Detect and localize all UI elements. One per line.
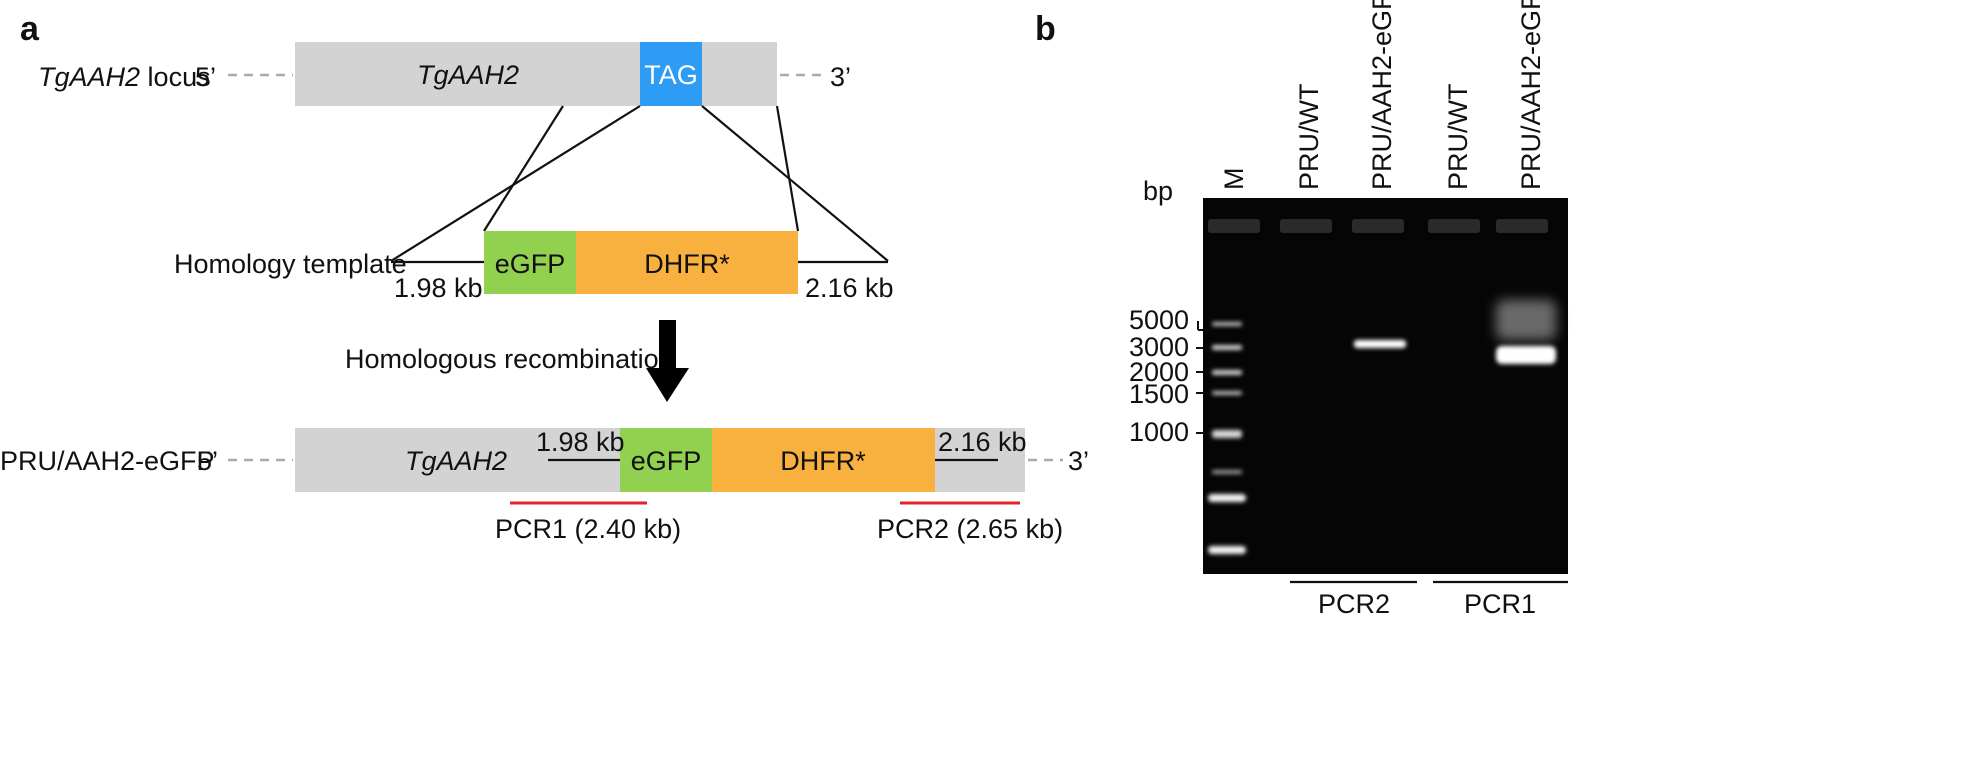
result-3prime: 3’	[1068, 446, 1089, 476]
ladder-band-1000	[1212, 430, 1242, 438]
result-right-arm-label: 2.16 kb	[938, 427, 1027, 457]
group-label-pcr2: PCR2	[1318, 589, 1390, 619]
smear-pcr1-aah2-egfp	[1496, 300, 1556, 340]
cross-line-1	[483, 105, 564, 232]
template-dhfr-text: DHFR*	[644, 249, 730, 279]
locus-gene-box	[295, 42, 777, 106]
group-label-pcr1: PCR1	[1464, 589, 1536, 619]
lane-label-pru-wt-1: PRU/WT	[1294, 84, 1324, 190]
ladder-band-1500	[1212, 391, 1242, 395]
locus-5prime: 5’	[195, 62, 216, 92]
gel-wells	[1208, 219, 1548, 233]
locus-gene-italic: TgAAH2	[38, 62, 140, 92]
result-5prime: 5’	[197, 446, 218, 476]
result-dhfr-text: DHFR*	[780, 446, 866, 476]
panel-a-label: a	[20, 10, 40, 48]
tag-box	[640, 42, 702, 106]
ladder-band-5000	[1212, 322, 1242, 326]
lane-label-marker: M	[1219, 168, 1249, 191]
tag-text: TAG	[644, 60, 698, 90]
pcr2-label: PCR2 (2.65 kb)	[877, 514, 1063, 544]
template-right-arm-label: 2.16 kb	[805, 273, 894, 303]
template-egfp-box	[484, 231, 576, 294]
band-pcr1-aah2-egfp	[1496, 346, 1556, 364]
ladder-band-3000	[1212, 345, 1242, 350]
lane-label-pru-aah2-egfp-2: PRU/AAH2-eGFP	[1516, 0, 1546, 190]
well-2	[1280, 219, 1332, 233]
ladder-label-5000: 5000	[1129, 305, 1189, 335]
locus-3prime: 3’	[830, 62, 851, 92]
ladder-label-2000: 2000	[1129, 357, 1189, 387]
arrow-shaft	[659, 320, 676, 370]
ladder-band-extra-1	[1212, 470, 1242, 474]
template-label: Homology template	[174, 249, 407, 279]
cross-line-4	[775, 105, 800, 232]
gel-unit-label: bp	[1143, 176, 1173, 206]
locus-suffix: locus	[140, 62, 211, 92]
lane-label-pru-wt-2: PRU/WT	[1443, 84, 1473, 190]
ladder-label-1000: 1000	[1129, 417, 1189, 447]
locus-label: TgAAH2 locus	[38, 62, 211, 92]
template-egfp-text: eGFP	[495, 249, 566, 279]
template-left-arm-label: 1.98 kb	[394, 273, 483, 303]
recombination-label: Homologous recombination	[345, 344, 674, 374]
pcr1-label: PCR1 (2.40 kb)	[495, 514, 681, 544]
cross-line-3	[701, 105, 889, 262]
template-dhfr-box	[576, 231, 798, 294]
ladder-band-2000	[1212, 370, 1242, 375]
result-egfp-text: eGFP	[631, 446, 702, 476]
ladder-lane	[1208, 322, 1246, 554]
ladder-band-extra-3	[1208, 546, 1246, 554]
gel-image	[1203, 198, 1568, 574]
result-label: PRU/AAH2-eGFP	[0, 446, 215, 476]
well-4	[1428, 219, 1480, 233]
result-left-arm-label: 1.98 kb	[536, 427, 625, 457]
well-3	[1352, 219, 1404, 233]
result-gene-text: TgAAH2	[405, 446, 507, 476]
locus-gene-text: TgAAH2	[417, 60, 519, 90]
cross-line-2	[390, 105, 641, 262]
down-arrow-icon	[646, 368, 689, 402]
well-5	[1496, 219, 1548, 233]
band-pcr2-aah2-egfp	[1354, 340, 1406, 348]
ladder-label-1500: 1500	[1129, 379, 1189, 409]
ladder-ticks	[1196, 321, 1203, 434]
well-1	[1208, 219, 1260, 233]
lane-label-pru-aah2-egfp-1: PRU/AAH2-eGFP	[1367, 0, 1397, 190]
ladder-band-extra-2	[1208, 494, 1246, 502]
result-egfp-box	[620, 428, 712, 492]
ladder-label-3000: 3000	[1129, 332, 1189, 362]
result-dhfr-box	[712, 428, 935, 492]
panel-b-label: b	[1035, 10, 1056, 48]
